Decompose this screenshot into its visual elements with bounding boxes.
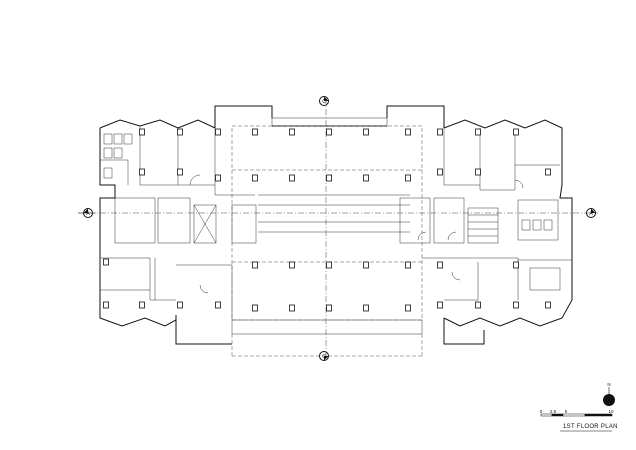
structural-column: [363, 128, 369, 136]
structural-column: [289, 174, 295, 182]
structural-column: [252, 128, 258, 136]
section-marker-bottom: C: [319, 351, 329, 361]
structural-column: [177, 128, 183, 136]
structural-column: [513, 261, 519, 269]
structural-column: [437, 301, 443, 309]
structural-column: [139, 128, 145, 136]
section-marker-left: A: [78, 208, 96, 218]
structural-column: [475, 168, 481, 176]
structural-column: [289, 261, 295, 269]
structural-column: [363, 304, 369, 312]
section-marker-top-label: C: [322, 99, 326, 105]
structural-column: [139, 301, 145, 309]
drawing-title: 1ST FLOOR PLAN: [563, 424, 618, 430]
axis-lines: [78, 98, 598, 356]
north-arrow-icon: N: [603, 382, 615, 406]
structural-column: [215, 174, 221, 182]
building-outline: [99, 105, 573, 357]
north-label: N: [607, 382, 610, 387]
scale-tick-1: 2.5: [550, 409, 557, 414]
structural-column: [177, 301, 183, 309]
structural-column: [363, 261, 369, 269]
structural-column: [513, 128, 519, 136]
structural-column: [252, 304, 258, 312]
section-marker-left-label: A: [86, 211, 90, 217]
scale-bar: 0 2.5 5 10: [540, 409, 614, 417]
interior-walls: [100, 125, 572, 321]
section-marker-top: C: [319, 96, 329, 106]
structural-column: [252, 174, 258, 182]
structural-column: [475, 128, 481, 136]
structural-column: [326, 304, 332, 312]
structural-column: [405, 261, 411, 269]
structural-column: [252, 261, 258, 269]
structural-column: [289, 128, 295, 136]
structural-column: [405, 174, 411, 182]
structural-column: [545, 168, 551, 176]
structural-column: [437, 261, 443, 269]
scale-tick-2: 5: [565, 409, 568, 414]
structural-column: [177, 168, 183, 176]
structural-column: [513, 301, 519, 309]
structural-column: [215, 301, 221, 309]
structural-column: [215, 128, 221, 136]
structural-column: [139, 168, 145, 176]
structural-columns: [103, 128, 551, 312]
structural-column: [326, 128, 332, 136]
structural-column: [103, 258, 109, 266]
structural-column: [437, 168, 443, 176]
structural-column: [326, 174, 332, 182]
structural-column: [103, 301, 109, 309]
structural-column: [545, 301, 551, 309]
structural-column: [363, 174, 369, 182]
structural-column: [405, 304, 411, 312]
structural-column: [475, 301, 481, 309]
section-marker-right-label: A: [589, 211, 593, 217]
structural-column: [405, 128, 411, 136]
scale-tick-0: 0: [540, 409, 543, 414]
structural-column: [289, 304, 295, 312]
section-marker-right: A: [586, 208, 596, 218]
scale-tick-3: 10: [608, 409, 614, 414]
structural-column: [437, 128, 443, 136]
structural-column: [326, 261, 332, 269]
